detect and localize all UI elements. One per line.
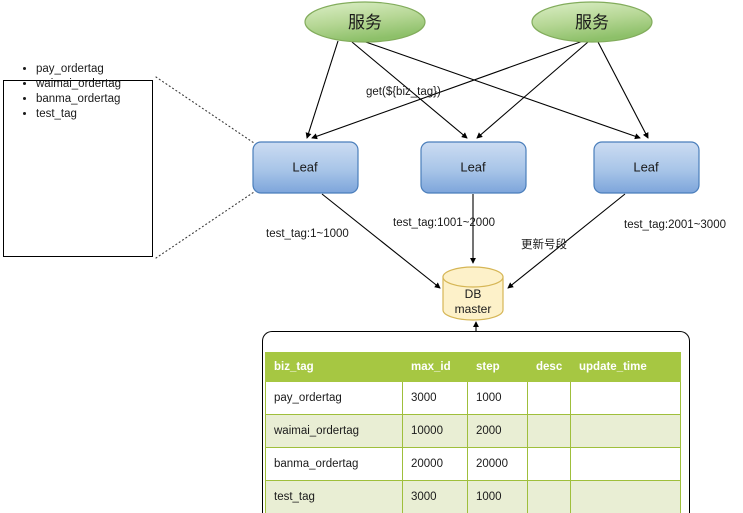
callout-line-bottom (155, 191, 255, 259)
leaf-node-1[interactable]: Leaf (252, 141, 359, 194)
callout-lines (155, 76, 255, 259)
cell-biz-tag: banma_ordertag (265, 447, 403, 481)
leaf-label-1: Leaf (292, 159, 318, 174)
cell-step: 20000 (467, 447, 528, 481)
table-header-step[interactable]: step (467, 352, 528, 382)
leaf-box-2[interactable] (420, 141, 527, 194)
service-ellipse-2[interactable] (531, 1, 653, 43)
cell-update-time (570, 480, 681, 513)
table-outline-frame (262, 331, 690, 513)
database-node[interactable]: DB master (442, 266, 504, 321)
service-label-2: 服务 (575, 13, 609, 33)
edge-group-leaf-to-db (321, 193, 626, 289)
leaf-node-2[interactable]: Leaf (420, 141, 527, 194)
table-header-biz-tag[interactable]: biz_tag (265, 352, 403, 382)
table-row: test_tag 3000 1000 (265, 480, 681, 513)
database-label-line2: master (455, 302, 492, 316)
service-node-2[interactable]: 服务 (531, 1, 653, 43)
cell-update-time (570, 414, 681, 448)
edge-label-update-segment: 更新号段 (521, 237, 567, 251)
cell-max-id: 3000 (402, 381, 468, 415)
table-row: banma_ordertag 20000 20000 (265, 447, 681, 481)
edge-leaf3-db (507, 193, 626, 289)
cell-step: 2000 (467, 414, 528, 448)
leaf-box-3[interactable] (593, 141, 700, 194)
biz-tag-legend-list: pay_ordertag waimai_ordertag banma_order… (18, 62, 121, 122)
cell-biz-tag: pay_ordertag (265, 381, 403, 415)
cell-step: 1000 (467, 381, 528, 415)
cell-step: 1000 (467, 480, 528, 513)
table-row: pay_ordertag 3000 1000 (265, 381, 681, 415)
cell-desc (527, 447, 571, 481)
service-ellipse-1[interactable] (304, 1, 426, 43)
biz-tag-legend-box (3, 80, 153, 257)
table-header-max-id[interactable]: max_id (402, 352, 468, 382)
leaf-box-1[interactable] (252, 141, 359, 194)
legend-item: pay_ordertag (36, 62, 121, 77)
cell-biz-tag: waimai_ordertag (265, 414, 403, 448)
edge-label-leaf1-range: test_tag:1~1000 (266, 228, 349, 240)
service-node-1[interactable]: 服务 (304, 1, 426, 43)
edge-service2-leaf2 (476, 41, 589, 139)
edge-service1-leaf3 (359, 39, 641, 140)
cell-max-id: 10000 (402, 414, 468, 448)
database-label-line1: DB (465, 287, 482, 301)
leaf-alloc-table: biz_tag max_id step desc update_time pay… (265, 352, 681, 513)
table-header-update-time[interactable]: update_time (570, 352, 681, 382)
database-cylinder-body[interactable] (442, 276, 504, 321)
cell-update-time (570, 447, 681, 481)
cell-biz-tag: test_tag (265, 480, 403, 513)
edge-group-service-to-leaf (305, 39, 649, 140)
edge-label-leaf2-range: test_tag:1001~2000 (393, 217, 495, 229)
edge-service1-leaf2 (351, 41, 468, 139)
legend-item: waimai_ordertag (36, 77, 121, 92)
edge-label-leaf3-range: test_tag:2001~3000 (624, 219, 726, 231)
callout-line-top (155, 76, 255, 144)
cell-update-time (570, 381, 681, 415)
database-cylinder-top[interactable] (442, 266, 504, 288)
table-row: waimai_ordertag 10000 2000 (265, 414, 681, 448)
legend-item: banma_ordertag (36, 92, 121, 107)
cell-desc (527, 480, 571, 513)
service-label-1: 服务 (348, 13, 382, 33)
cell-max-id: 20000 (402, 447, 468, 481)
cell-max-id: 3000 (402, 480, 468, 513)
legend-item: test_tag (36, 107, 121, 122)
edge-service2-leaf1 (311, 40, 584, 140)
leaf-node-3[interactable]: Leaf (593, 141, 700, 194)
leaf-label-2: Leaf (460, 159, 486, 174)
leaf-label-3: Leaf (633, 159, 659, 174)
cell-desc (527, 381, 571, 415)
edge-service1-leaf1 (305, 40, 339, 139)
edge-leaf1-db (321, 193, 441, 289)
table-header-desc[interactable]: desc (527, 352, 571, 382)
edge-service2-leaf3 (597, 41, 649, 139)
table-header-row: biz_tag max_id step desc update_time (265, 352, 681, 382)
cell-desc (527, 414, 571, 448)
edge-label-get-call: get(${biz_tag}) (366, 86, 441, 98)
